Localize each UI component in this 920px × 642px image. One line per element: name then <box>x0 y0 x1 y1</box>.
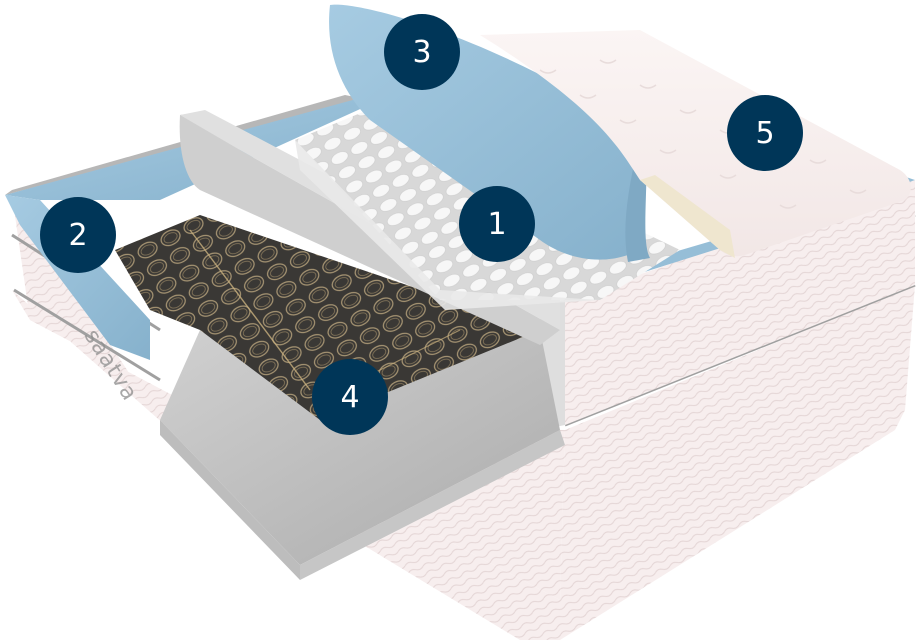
badge-number: 1 <box>487 206 507 242</box>
badge-number: 4 <box>340 379 360 415</box>
pillow-top <box>480 30 911 258</box>
badge-number: 3 <box>412 34 432 70</box>
badge-number: 2 <box>68 217 88 253</box>
layer-badge-3[interactable]: 3 <box>384 14 460 90</box>
base-foam-tray <box>160 330 565 580</box>
badge-number: 5 <box>755 115 775 151</box>
layer-badge-4[interactable]: 4 <box>312 359 388 435</box>
layer-badge-5[interactable]: 5 <box>727 95 803 171</box>
layer-badge-2[interactable]: 2 <box>40 197 116 273</box>
layer-badge-1[interactable]: 1 <box>459 186 535 262</box>
